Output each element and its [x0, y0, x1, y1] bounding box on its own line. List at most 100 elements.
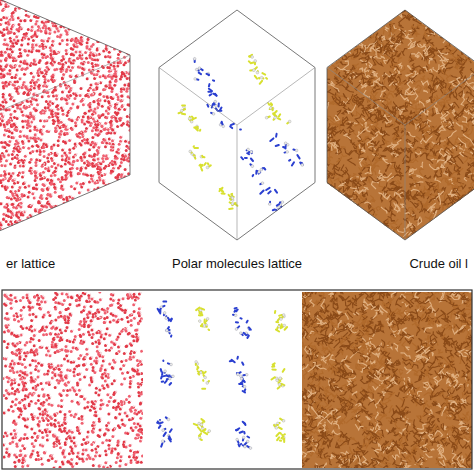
water-hydrogen	[42, 213, 44, 215]
water-oxygen	[61, 155, 64, 158]
water-oxygen	[21, 175, 24, 178]
water-hydrogen	[45, 215, 47, 217]
water-oxygen	[47, 211, 50, 214]
water-oxygen	[50, 183, 53, 186]
water-oxygen	[47, 95, 50, 98]
water-hydrogen	[62, 232, 64, 234]
water-hydrogen	[78, 159, 80, 161]
water-hydrogen	[55, 60, 57, 62]
water-hydrogen	[84, 98, 86, 100]
water-oxygen	[47, 214, 50, 217]
water-hydrogen	[73, 6, 75, 8]
water-hydrogen	[68, 156, 70, 158]
water-hydrogen	[114, 166, 116, 168]
water-oxygen	[130, 36, 133, 39]
water-oxygen	[11, 42, 14, 45]
water-hydrogen	[3, 152, 5, 154]
water-hydrogen	[35, 58, 37, 60]
water-hydrogen	[110, 60, 112, 62]
water-hydrogen	[121, 210, 123, 212]
water-oxygen	[75, 51, 78, 54]
water-hydrogen	[136, 127, 138, 129]
water-hydrogen	[72, 87, 74, 89]
water-hydrogen	[13, 185, 15, 187]
water-hydrogen	[127, 18, 129, 20]
water-oxygen	[133, 217, 136, 220]
water-oxygen	[75, 181, 78, 184]
water-hydrogen	[112, 69, 114, 71]
water-hydrogen	[25, 61, 27, 63]
water-oxygen	[99, 11, 102, 14]
water-hydrogen	[79, 19, 81, 21]
water-oxygen	[109, 84, 112, 87]
water-oxygen	[52, 224, 55, 227]
water-hydrogen	[2, 67, 4, 69]
water-oxygen	[107, 205, 110, 208]
water-hydrogen	[140, 161, 142, 163]
water-hydrogen	[127, 189, 129, 191]
water-oxygen	[117, 218, 120, 221]
water-hydrogen	[115, 235, 117, 237]
water-hydrogen	[81, 65, 83, 67]
water-oxygen	[106, 235, 109, 238]
water-oxygen	[14, 192, 17, 195]
water-hydrogen	[12, 116, 14, 118]
water-hydrogen	[18, 157, 20, 159]
water-oxygen	[84, 166, 87, 169]
water-oxygen	[44, 73, 47, 76]
water-hydrogen	[130, 104, 132, 106]
water-hydrogen	[84, 2, 86, 4]
water-oxygen	[104, 217, 107, 220]
water-hydrogen	[114, 28, 116, 30]
water-oxygen	[110, 222, 113, 225]
water-oxygen	[51, 159, 54, 162]
water-oxygen	[114, 189, 117, 192]
water-hydrogen	[83, 99, 85, 101]
water-oxygen	[130, 182, 133, 185]
water-hydrogen	[80, 224, 82, 226]
water-oxygen	[119, 99, 122, 102]
water-hydrogen	[89, 141, 91, 143]
water-hydrogen	[89, 61, 91, 63]
water-oxygen	[108, 70, 111, 73]
water-hydrogen	[66, 6, 68, 8]
water-hydrogen	[48, 6, 50, 8]
water-oxygen	[24, 0, 27, 2]
water-hydrogen	[37, 230, 39, 232]
water-oxygen	[94, 181, 97, 184]
water-hydrogen	[78, 216, 80, 218]
water-oxygen	[115, 196, 118, 199]
water-hydrogen	[69, 218, 71, 220]
water-oxygen	[27, 229, 30, 232]
water-oxygen	[72, 160, 75, 163]
water-oxygen	[101, 228, 104, 231]
water-hydrogen	[112, 122, 114, 124]
water-hydrogen	[8, 26, 10, 28]
water-oxygen	[34, 161, 37, 164]
water-oxygen	[71, 8, 74, 11]
water-hydrogen	[111, 197, 113, 199]
water-oxygen	[53, 144, 56, 147]
water-hydrogen	[115, 23, 117, 25]
water-hydrogen	[32, 215, 34, 217]
water-hydrogen	[64, 68, 66, 70]
water-hydrogen	[45, 228, 47, 230]
water-hydrogen	[36, 133, 38, 135]
water-oxygen	[40, 228, 43, 231]
water-oxygen	[66, 43, 69, 46]
water-oxygen	[108, 9, 111, 12]
water-hydrogen	[83, 20, 85, 22]
water-oxygen	[57, 139, 60, 142]
water-hydrogen	[91, 102, 93, 104]
water-oxygen	[113, 84, 116, 87]
water-oxygen	[93, 77, 96, 80]
water-oxygen	[127, 230, 130, 233]
water-oxygen	[59, 208, 62, 211]
water-hydrogen	[53, 219, 55, 221]
water-hydrogen	[84, 211, 86, 213]
water-oxygen	[40, 231, 43, 234]
water-oxygen	[67, 85, 70, 88]
water-hydrogen	[34, 229, 36, 231]
water-oxygen	[125, 27, 128, 30]
water-hydrogen	[127, 50, 129, 52]
